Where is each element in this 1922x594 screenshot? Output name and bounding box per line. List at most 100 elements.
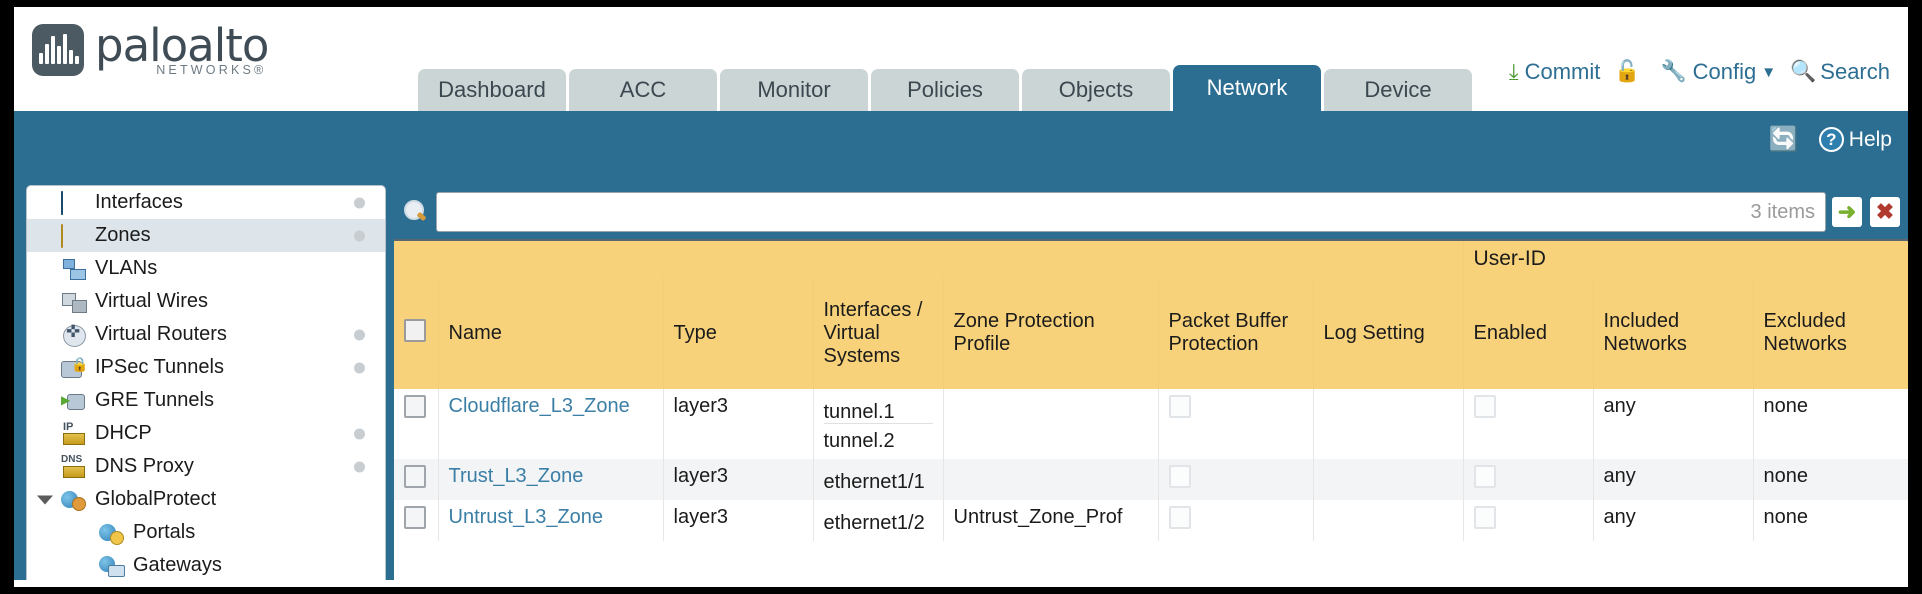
cell-name[interactable]: Cloudflare_L3_Zone xyxy=(438,389,664,459)
row-select-cell[interactable] xyxy=(394,389,439,459)
cell-userid-enabled[interactable] xyxy=(1463,500,1594,541)
zones-main-panel: 3 items ➜ ✖ xyxy=(394,185,1908,580)
tab-dashboard[interactable]: Dashboard xyxy=(418,69,566,111)
table-row[interactable]: Trust_L3_Zone layer3 ethernet1/1 xyxy=(394,459,1908,500)
hdr-line: Profile xyxy=(953,333,1011,355)
hdr-line: Networks xyxy=(1603,333,1687,355)
cell-zone-protection-profile xyxy=(943,389,1159,459)
group-header-spacer xyxy=(394,241,1464,277)
top-right-toolbar: ⤓ Commit 🔓 🔧 Config ▼ 🔍 Search xyxy=(1495,59,1890,85)
sidebar-item-zones[interactable]: Zones xyxy=(27,219,385,252)
sidebar-item-label: Virtual Wires xyxy=(95,290,208,312)
sidebar-item-gateways[interactable]: Gateways xyxy=(27,549,385,580)
cell-interfaces: tunnel.1 tunnel.2 xyxy=(813,389,944,459)
table-row[interactable]: Cloudflare_L3_Zone layer3 tunnel.1 tunne… xyxy=(394,389,1908,459)
tab-objects[interactable]: Objects xyxy=(1022,69,1170,111)
userid-enabled-checkbox[interactable] xyxy=(1473,465,1496,488)
column-header-type[interactable]: Type xyxy=(663,277,814,389)
userid-enabled-checkbox[interactable] xyxy=(1473,506,1496,529)
packet-buffer-protection-checkbox[interactable] xyxy=(1168,506,1191,529)
sidebar-item-label: IPSec Tunnels xyxy=(95,356,224,378)
row-select-cell[interactable] xyxy=(394,500,439,541)
close-icon: ✖ xyxy=(1875,199,1895,224)
tab-acc[interactable]: ACC xyxy=(569,69,717,111)
table-group-header-row: User-ID xyxy=(394,241,1908,277)
tab-policies[interactable]: Policies xyxy=(871,69,1019,111)
cell-name[interactable]: Trust_L3_Zone xyxy=(438,459,664,500)
tab-device[interactable]: Device xyxy=(1324,69,1472,111)
packet-buffer-protection-checkbox[interactable] xyxy=(1168,395,1191,418)
zones-table-container: User-ID Name Type Interfaces / Virtual S… xyxy=(394,239,1908,580)
interfaces-icon xyxy=(61,190,63,215)
cell-packet-buffer-protection[interactable] xyxy=(1158,389,1314,459)
refresh-button[interactable]: 🔄 xyxy=(1769,125,1799,154)
table-header-row: Name Type Interfaces / Virtual Systems Z… xyxy=(394,277,1908,389)
cell-name[interactable]: Untrust_L3_Zone xyxy=(438,500,664,541)
column-header-zone-protection-profile[interactable]: Zone Protection Profile xyxy=(943,277,1159,389)
clear-filter-button[interactable]: ✖ xyxy=(1870,197,1900,227)
sidebar-item-virtual-routers[interactable]: Virtual Routers xyxy=(27,318,385,351)
column-header-excluded-networks[interactable]: Excluded Networks xyxy=(1753,277,1908,389)
zone-name-link[interactable]: Trust_L3_Zone xyxy=(448,465,584,487)
column-header-packet-buffer-protection[interactable]: Packet Buffer Protection xyxy=(1158,277,1314,389)
config-menu[interactable]: 🔧 Config ▼ xyxy=(1661,59,1777,85)
expander-triangle-icon[interactable] xyxy=(37,495,53,504)
sidebar-item-ipsec-tunnels[interactable]: IPSec Tunnels xyxy=(27,351,385,384)
lock-button[interactable]: 🔓 xyxy=(1614,60,1646,84)
search-input[interactable]: 3 items xyxy=(436,192,1826,232)
tab-monitor[interactable]: Monitor xyxy=(720,69,868,111)
column-header-userid-enabled[interactable]: Enabled xyxy=(1463,277,1594,389)
cell-type: layer3 xyxy=(663,459,814,500)
packet-buffer-protection-checkbox[interactable] xyxy=(1168,465,1191,488)
commit-button[interactable]: ⤓ Commit xyxy=(1509,59,1601,85)
cell-packet-buffer-protection[interactable] xyxy=(1158,500,1314,541)
column-header-log-setting[interactable]: Log Setting xyxy=(1313,277,1464,389)
cell-excluded-networks: none xyxy=(1753,459,1908,500)
sidebar-item-label: Virtual Routers xyxy=(95,323,227,345)
sidebar-item-dhcp[interactable]: DHCP xyxy=(27,417,385,450)
sidebar-item-label: Zones xyxy=(95,224,151,246)
userid-enabled-checkbox[interactable] xyxy=(1473,395,1496,418)
sidebar-item-globalprotect[interactable]: GlobalProtect xyxy=(27,483,385,516)
select-all-checkbox[interactable] xyxy=(404,318,426,342)
cell-userid-enabled[interactable] xyxy=(1463,459,1594,500)
status-dot-icon xyxy=(354,428,365,439)
column-header-interfaces[interactable]: Interfaces / Virtual Systems xyxy=(813,277,944,389)
sidebar-item-virtual-wires[interactable]: Virtual Wires xyxy=(27,285,385,318)
row-checkbox[interactable] xyxy=(404,465,426,488)
tab-network[interactable]: Network xyxy=(1173,65,1321,111)
cell-excluded-networks: none xyxy=(1753,500,1908,541)
cell-type: layer3 xyxy=(663,500,814,541)
column-header-included-networks[interactable]: Included Networks xyxy=(1593,277,1754,389)
row-checkbox[interactable] xyxy=(404,395,426,418)
search-button[interactable]: 🔍 Search xyxy=(1790,59,1890,85)
cell-included-networks: any xyxy=(1593,389,1754,459)
select-all-header[interactable] xyxy=(394,277,439,389)
sidebar-item-portals[interactable]: Portals xyxy=(27,516,385,549)
search-icon xyxy=(402,198,430,226)
apply-filter-button[interactable]: ➜ xyxy=(1832,197,1862,227)
zones-table: User-ID Name Type Interfaces / Virtual S… xyxy=(394,241,1908,541)
table-row[interactable]: Untrust_L3_Zone layer3 ethernet1/2 Untru… xyxy=(394,500,1908,541)
zone-name-link[interactable]: Cloudflare_L3_Zone xyxy=(448,395,630,417)
sidebar-item-gre-tunnels[interactable]: GRE Tunnels xyxy=(27,384,385,417)
sidebar-item-dns-proxy[interactable]: DNS Proxy xyxy=(27,450,385,483)
column-header-name[interactable]: Name xyxy=(438,277,664,389)
zone-name-link[interactable]: Untrust_L3_Zone xyxy=(448,506,604,528)
row-select-cell[interactable] xyxy=(394,459,439,500)
row-checkbox[interactable] xyxy=(404,506,426,529)
sidebar-item-vlans[interactable]: VLANs xyxy=(27,252,385,285)
brand-logo[interactable]: paloalto NETWORKS® xyxy=(32,23,269,77)
commit-label: Commit xyxy=(1524,59,1601,84)
cell-userid-enabled[interactable] xyxy=(1463,389,1594,459)
top-branding-bar: paloalto NETWORKS® Dashboard ACC Monitor… xyxy=(14,7,1908,111)
refresh-icon: 🔄 xyxy=(1768,126,1799,153)
cell-log-setting xyxy=(1313,389,1464,459)
cell-packet-buffer-protection[interactable] xyxy=(1158,459,1314,500)
help-button[interactable]: ? Help xyxy=(1818,127,1892,152)
cell-included-networks: any xyxy=(1593,500,1754,541)
chevron-down-icon: ▼ xyxy=(1761,63,1777,81)
cell-interfaces: ethernet1/2 xyxy=(813,500,944,541)
hdr-line: Systems xyxy=(823,344,901,367)
sidebar-item-interfaces[interactable]: Interfaces xyxy=(27,186,385,219)
